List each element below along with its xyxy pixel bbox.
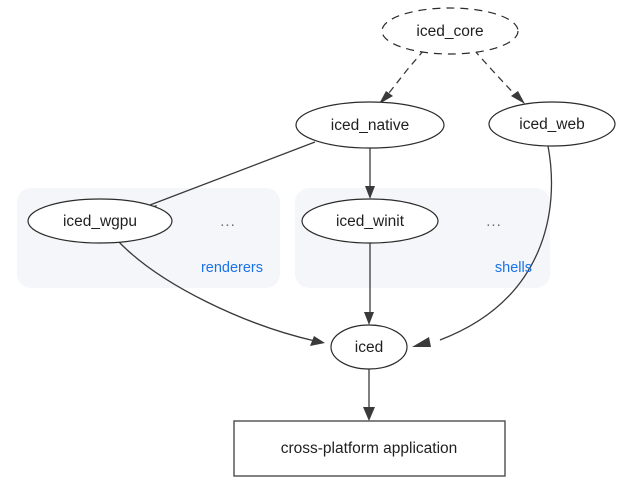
edge-iced-core-to-iced-web [473, 49, 519, 99]
node-iced-wgpu-shape [27, 198, 173, 244]
node-cross-platform-application[interactable]: cross-platform application [233, 420, 506, 477]
edge-iced-wgpu-to-iced [117, 240, 316, 342]
node-iced[interactable]: iced [330, 324, 408, 370]
node-iced-winit-shape [301, 198, 439, 244]
edge-iced-web-to-iced [439, 145, 553, 341]
node-iced-native-shape [295, 101, 445, 149]
renderers-ellipsis-label: ... [220, 213, 236, 230]
cluster-label-shells: shells [495, 260, 532, 276]
cluster-label-renderers: renderers [201, 260, 263, 276]
arrowhead-iced-to-application [363, 407, 375, 421]
node-iced-core-label: iced_core [416, 23, 483, 40]
node-iced-web-shape [488, 101, 616, 147]
node-iced-native-label: iced_native [331, 117, 409, 134]
node-iced-winit[interactable]: iced_winit [301, 198, 439, 244]
node-iced-wgpu[interactable]: iced_wgpu [27, 198, 173, 244]
node-iced-web[interactable]: iced_web [488, 101, 616, 147]
node-iced-wgpu-label: iced_wgpu [63, 213, 137, 230]
node-iced-label: iced [355, 339, 383, 356]
arrowhead-iced-core-to-iced-native [379, 91, 393, 104]
node-iced-winit-label: iced_winit [336, 213, 405, 230]
arrowhead-iced-wgpu-to-iced [310, 336, 325, 346]
edge-iced-native-to-iced-wgpu [149, 141, 316, 206]
node-iced-native[interactable]: iced_native [295, 101, 445, 149]
arrowhead-iced-web-to-iced [412, 337, 431, 347]
node-application-label: cross-platform application [281, 440, 458, 457]
shells-ellipsis-label: ... [486, 213, 502, 230]
arrowhead-iced-core-to-iced-web [511, 91, 525, 104]
node-iced-web-label: iced_web [519, 116, 585, 133]
node-application-shape [233, 420, 506, 477]
node-iced-core-shape [381, 7, 519, 55]
node-iced-shape [330, 324, 408, 370]
arrowhead-iced-native-to-iced-winit [365, 186, 375, 199]
edge-iced-core-to-iced-native [384, 49, 425, 99]
node-iced-core[interactable]: iced_core [381, 7, 519, 55]
arrowhead-iced-winit-to-iced [364, 312, 374, 325]
